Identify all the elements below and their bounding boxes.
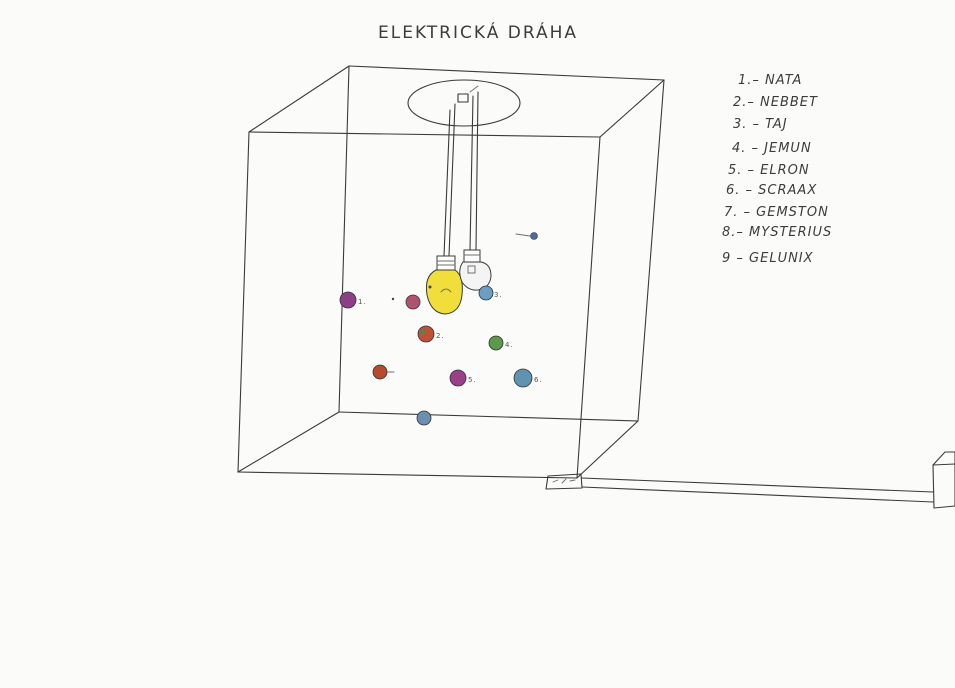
unlit-bulb [459, 249, 492, 291]
ball-label: 1. [358, 298, 367, 306]
legend-item: 6. – SCRAAX [726, 183, 817, 198]
legend-item: 7. – GEMSTON [724, 205, 829, 220]
ball [478, 285, 494, 301]
cube-depth-edges [237, 65, 665, 479]
legend: 1.– NATA 2.– NEBBET 3. – TAJ 4. – JEMUN … [722, 73, 832, 266]
ball [405, 294, 421, 310]
ball [372, 364, 388, 380]
balls: 1. 3. 2. 4. 5. 6. [339, 232, 543, 426]
lit-bulb [425, 255, 463, 315]
ball [449, 369, 467, 387]
bulb-cords [443, 91, 479, 257]
power-box [545, 473, 583, 490]
legend-item: 8.– MYSTERIUS [722, 225, 832, 240]
ball [488, 335, 504, 351]
ball [513, 368, 533, 388]
drawing-title: ELEKTRICKÁ DRÁHA [378, 21, 578, 43]
ball-label: 2. [436, 332, 445, 340]
cube-front-face [237, 131, 601, 479]
ball-label: 3. [494, 291, 503, 299]
ball-label: 4. [505, 341, 514, 349]
ball-label: 5. [468, 376, 477, 384]
legend-item: 5. – ELRON [728, 163, 810, 178]
legend-item: 2.– NEBBET [733, 95, 818, 110]
legend-item: 9 – GELUNIX [722, 251, 814, 266]
legend-item: 3. – TAJ [733, 117, 788, 132]
ball [416, 410, 432, 426]
cube-back-face [338, 65, 665, 422]
legend-item: 4. – JEMUN [732, 141, 812, 156]
transformer-box [932, 451, 955, 509]
legend-item: 1.– NATA [738, 73, 802, 88]
power-cable [581, 477, 934, 503]
ball-label: 6. [534, 376, 543, 384]
ceiling-lamp-plate [407, 79, 521, 127]
ball [417, 325, 435, 343]
ball [530, 232, 538, 240]
ball [339, 291, 357, 309]
